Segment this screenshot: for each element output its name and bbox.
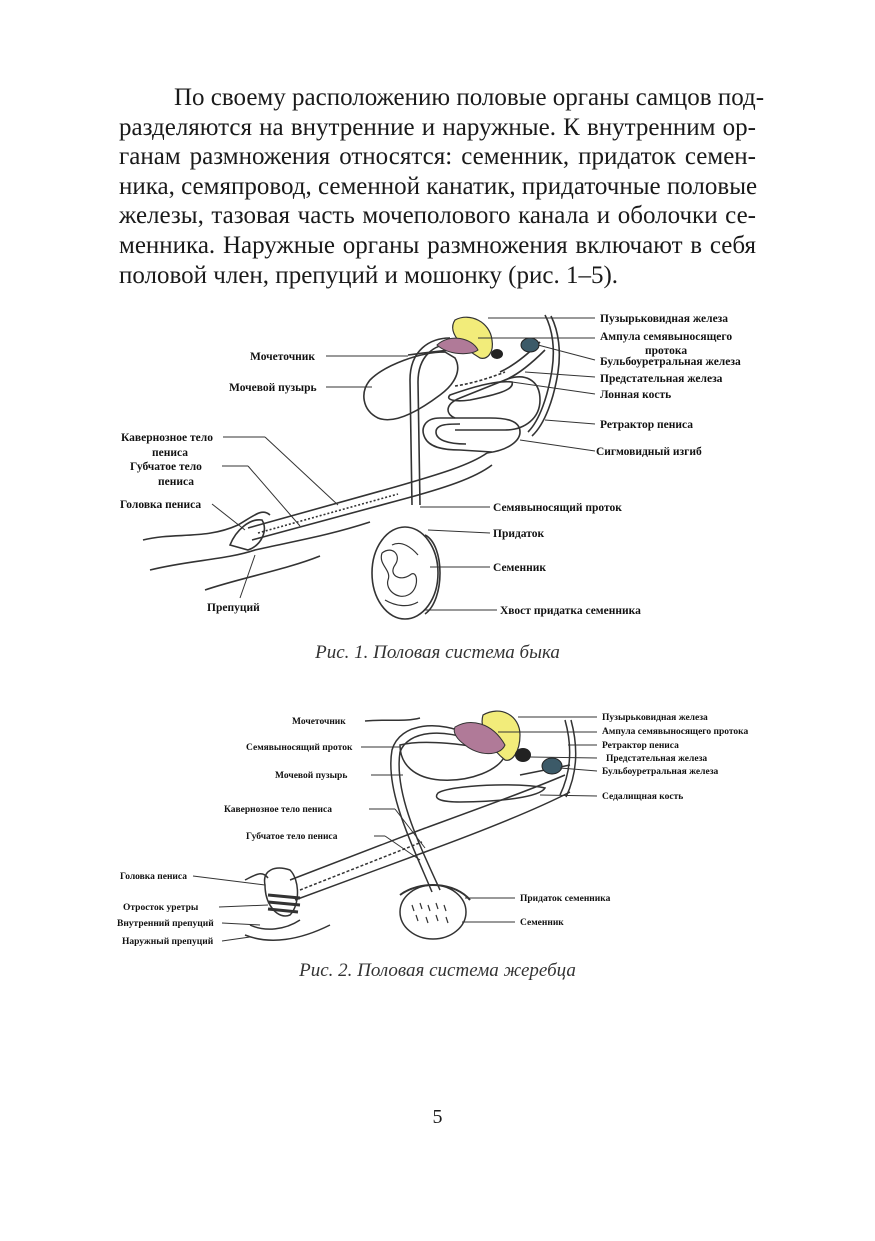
label-urethral-process: Отросток уретры	[123, 903, 199, 913]
label-bulbourethral-gland: Бульбоуретральная железа	[602, 766, 719, 777]
label-ureter: Мочеточник	[250, 351, 315, 363]
label-vesicular-gland: Пузырьковидная железа	[602, 713, 708, 723]
label-spongy-body: Губчатое тело пениса	[246, 831, 338, 842]
label-bladder: Мочевой пузырь	[275, 770, 347, 781]
page-number: 5	[432, 1106, 443, 1128]
label-sigmoid-flexure: Сигмовидный изгиб	[596, 446, 702, 458]
label-bulbourethral-gland: Бульбоуретральная железа	[600, 356, 741, 368]
figure2-caption: Рис. 2. Половая система жеребца	[299, 960, 576, 981]
label-ampulla: Ампула семявыносящего	[600, 331, 732, 343]
label-epididymis: Придаток	[493, 528, 544, 540]
intro-paragraph: По своему расположению половые органы са…	[119, 83, 765, 290]
label-glans: Головка пениса	[120, 499, 201, 511]
label-epididymis: Придаток семенника	[520, 894, 611, 904]
label-testis: Семенник	[520, 918, 564, 928]
intro-line: менника. Наружные органы размножения вкл…	[119, 231, 756, 259]
figure-stallion-diagram: Пузырьковидная железа Ампула семявыносящ…	[117, 710, 749, 947]
label-cavernous-body-cont: пениса	[152, 447, 188, 459]
intro-line: разделяются на внутренние и наружные. К …	[119, 113, 756, 141]
label-retractor: Ретрактор пениса	[602, 741, 679, 751]
label-prepuce: Препуций	[207, 602, 260, 614]
figure1-caption: Рис. 1. Половая система быка	[315, 642, 560, 663]
ampulla-shape	[436, 337, 479, 355]
label-inner-prepuce: Внутренний препуций	[117, 918, 214, 929]
label-bladder: Мочевой пузырь	[229, 382, 317, 394]
bulbourethral-shape	[520, 337, 540, 353]
label-vas-deferens: Семявыносящий проток	[246, 742, 353, 753]
label-cavernous-body: Кавернозное тело	[121, 432, 213, 444]
label-retractor: Ретрактор пениса	[600, 419, 693, 431]
label-pubic-bone: Лонная кость	[600, 389, 671, 401]
label-cavernous-body: Кавернозное тело пениса	[224, 805, 332, 815]
label-testis: Семенник	[493, 562, 546, 574]
label-epididymis-tail: Хвост придатка семенника	[500, 605, 641, 617]
intro-line: половой член, препуций и мошонку (рис. 1…	[119, 261, 619, 289]
label-glans: Головка пениса	[120, 872, 187, 882]
intro-line: ника, семяпровод, семенной канатик, прид…	[119, 172, 758, 200]
figure-bull-diagram: Пузырьковидная железа Ампула семявыносящ…	[120, 313, 741, 620]
intro-line: По своему расположению половые органы са…	[174, 84, 765, 111]
intro-line: железы, тазовая часть мочеполового канал…	[119, 202, 756, 230]
label-ureter: Мочеточник	[292, 717, 346, 727]
label-prostate: Предстательная железа	[606, 754, 707, 764]
ampulla-shape	[453, 722, 506, 755]
label-ampulla: Ампула семявыносящего протока	[602, 727, 749, 737]
label-vas-deferens: Семявыносящий проток	[493, 502, 622, 514]
label-spongy-body-cont: пениса	[158, 476, 194, 488]
intro-line: ганам размножения относятся: семенник, п…	[119, 143, 756, 171]
bulbourethral-shape	[541, 757, 563, 775]
label-ischial-bone: Седалищная кость	[602, 792, 683, 802]
label-outer-prepuce: Наружный препуций	[122, 936, 214, 947]
label-spongy-body: Губчатое тело	[130, 461, 202, 473]
label-vesicular-gland: Пузырьковидная железа	[600, 313, 728, 325]
label-prostate: Предстательная железа	[600, 373, 723, 385]
label-ampulla-cont: протока	[645, 345, 687, 357]
